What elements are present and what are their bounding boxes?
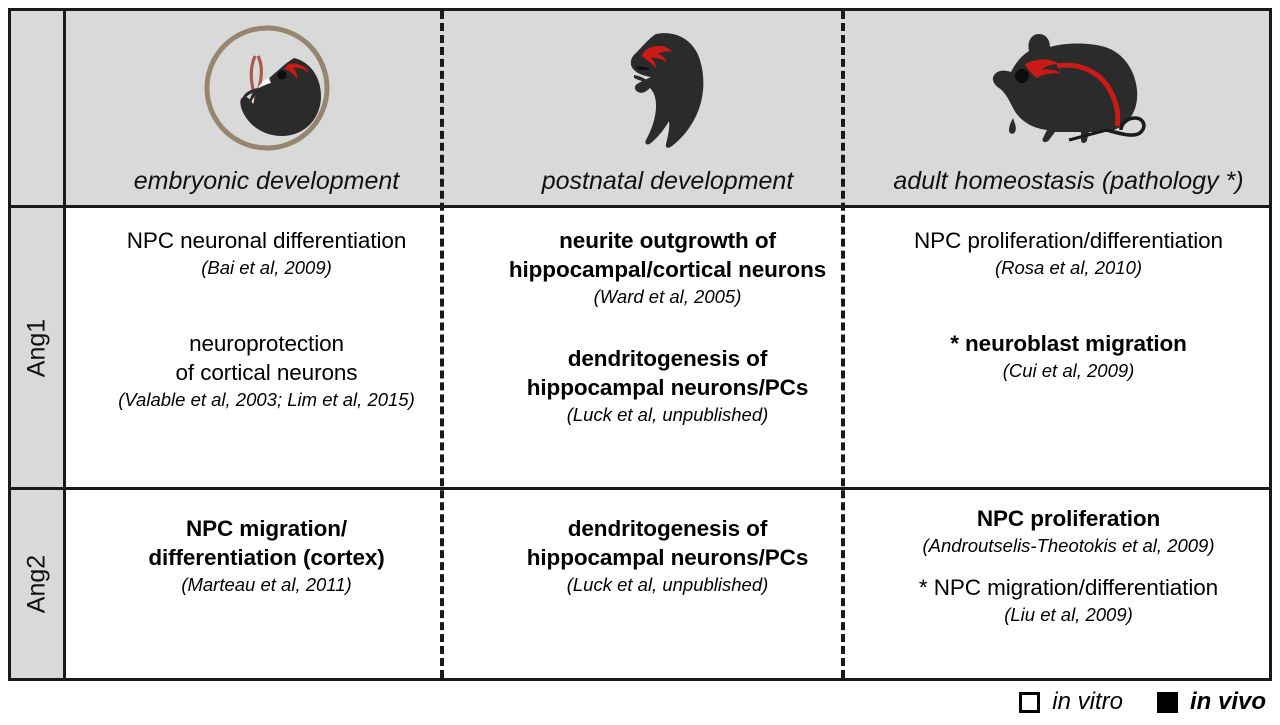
entry: dendritogenesis of hippocampal neurons/P… — [477, 514, 858, 598]
header-column-cells: embryonic development postnatal developm… — [66, 11, 1269, 205]
entry-citation: (Luck et al, unpublished) — [566, 404, 769, 425]
entry-citation: (Luck et al, unpublished) — [566, 574, 769, 595]
cell-ang1-postnatal: neurite outgrowth of hippocampal/cortica… — [467, 208, 868, 487]
entry-title-line2: differentiation (cortex) — [148, 545, 385, 570]
header-label-adult: adult homeostasis (pathology *) — [893, 167, 1244, 195]
legend-label-in-vitro: in vitro — [1052, 688, 1123, 715]
embryo-in-circle-icon — [66, 11, 467, 165]
filled-square-icon — [1156, 691, 1178, 713]
entry-title-line1: neuroprotection — [189, 331, 344, 356]
entry-citation: (Androutselis-Theotokis et al, 2009) — [922, 535, 1215, 556]
entry-title-line2: of cortical neurons — [175, 360, 358, 385]
entry: NPC migration/ differentiation (cortex) … — [76, 514, 457, 598]
header-cell-postnatal: postnatal development — [467, 11, 868, 205]
header-cell-adult: adult homeostasis (pathology *) — [868, 11, 1269, 205]
header-label-embryonic: embryonic development — [133, 167, 400, 195]
cell-ang2-adult: NPC proliferation (Androutselis-Theotoki… — [868, 490, 1269, 678]
row-label-ang1: Ang1 — [22, 318, 51, 377]
legend-label-in-vivo: in vivo — [1189, 688, 1266, 715]
summary-table: embryonic development postnatal developm… — [8, 8, 1272, 681]
entry-title-line2: hippocampal/cortical neurons — [508, 257, 827, 282]
cell-ang2-embryonic: NPC migration/ differentiation (cortex) … — [66, 490, 467, 678]
entry: neurite outgrowth of hippocampal/cortica… — [477, 226, 858, 310]
header-label-postnatal: postnatal development — [541, 167, 794, 195]
entry-citation: (Marteau et al, 2011) — [181, 574, 352, 595]
entry-title-line1: * NPC migration/differentiation — [918, 575, 1219, 600]
entry-title-line1: neurite outgrowth of — [559, 228, 776, 253]
row-cells-ang1: NPC neuronal differentiation (Bai et al,… — [66, 208, 1269, 487]
legend-item-in-vitro: in vitro — [1019, 688, 1123, 716]
entry-title-line1: dendritogenesis of — [567, 346, 768, 371]
entry: neuroprotection of cortical neurons (Val… — [76, 329, 457, 413]
entry: * NPC migration/differentiation (Liu et … — [878, 573, 1259, 628]
hollow-square-icon — [1019, 691, 1041, 713]
entry-title: NPC neuronal differentiation — [126, 228, 407, 253]
entry-citation: (Bai et al, 2009) — [201, 257, 332, 278]
entry-citation: (Cui et al, 2009) — [1002, 360, 1135, 381]
table-row-ang2: Ang2 NPC migration/ differentiation (cor… — [11, 490, 1269, 678]
row-label-cell-ang1: Ang1 — [11, 208, 66, 487]
entry-title-line1: NPC migration/ — [185, 516, 348, 541]
entry: NPC proliferation (Androutselis-Theotoki… — [878, 504, 1259, 559]
entry-citation: (Ward et al, 2005) — [593, 286, 742, 307]
legend-item-in-vivo: in vivo — [1156, 688, 1266, 716]
cell-ang2-postnatal: dendritogenesis of hippocampal neurons/P… — [467, 490, 868, 678]
header-corner-cell — [11, 11, 66, 205]
entry: * neuroblast migration (Cui et al, 2009) — [878, 329, 1259, 384]
row-label-cell-ang2: Ang2 — [11, 490, 66, 678]
entry-citation: (Valable et al, 2003; Lim et al, 2015) — [118, 389, 415, 410]
mouse-pup-icon — [467, 11, 868, 165]
entry-title-line2: hippocampal neurons/PCs — [526, 545, 809, 570]
table-row-ang1: Ang1 NPC neuronal differentiation (Bai e… — [11, 208, 1269, 490]
cell-ang1-adult: NPC proliferation/differentiation (Rosa … — [868, 208, 1269, 487]
header-cell-embryonic: embryonic development — [66, 11, 467, 205]
entry-title-line1: * neuroblast migration — [950, 331, 1187, 356]
entry: NPC proliferation/differentiation (Rosa … — [878, 226, 1259, 281]
row-cells-ang2: NPC migration/ differentiation (cortex) … — [66, 490, 1269, 678]
row-label-ang2: Ang2 — [22, 554, 51, 614]
table-header-row: embryonic development postnatal developm… — [11, 11, 1269, 208]
legend: in vitro in vivo — [1019, 688, 1266, 716]
entry-title-line1: dendritogenesis of — [567, 516, 768, 541]
entry: dendritogenesis of hippocampal neurons/P… — [477, 344, 858, 428]
entry-title-line1: NPC proliferation/differentiation — [914, 228, 1223, 253]
entry-citation: (Rosa et al, 2010) — [994, 257, 1143, 278]
adult-mouse-icon — [868, 11, 1269, 165]
entry-citation: (Liu et al, 2009) — [1004, 604, 1133, 625]
entry-title-line1: NPC proliferation — [976, 506, 1161, 531]
cell-ang1-embryonic: NPC neuronal differentiation (Bai et al,… — [66, 208, 467, 487]
entry: NPC neuronal differentiation (Bai et al,… — [76, 226, 457, 281]
entry-title-line2: hippocampal neurons/PCs — [526, 375, 809, 400]
